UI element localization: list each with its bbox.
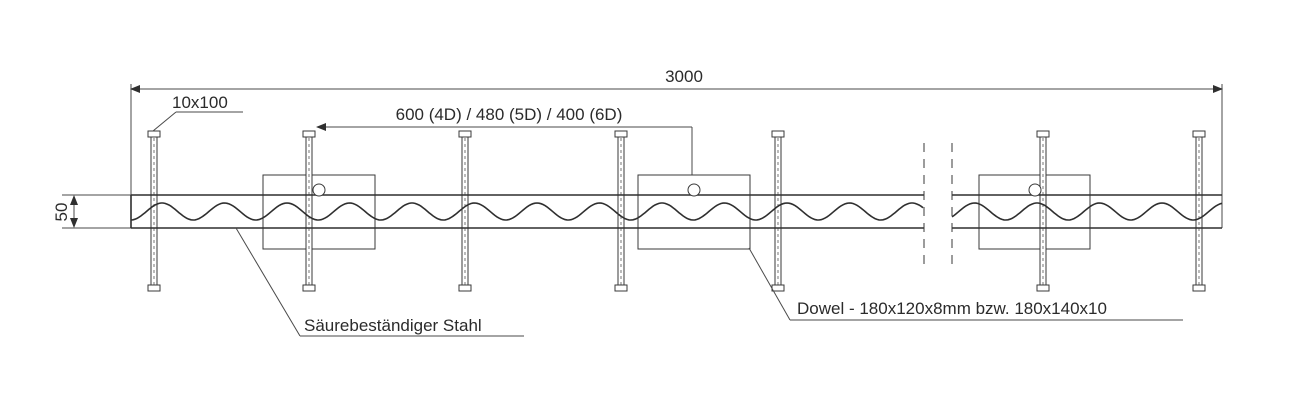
anchor-bolt xyxy=(147,130,161,292)
wave-profile-left xyxy=(130,202,924,221)
dowel-hole xyxy=(687,183,701,197)
overall-length-label: 3000 xyxy=(665,67,703,86)
anchors xyxy=(147,130,1206,292)
anchor-label: 10x100 xyxy=(172,93,228,112)
spacing-label: 600 (4D) / 480 (5D) / 400 (6D) xyxy=(396,105,623,124)
anchor-bolt xyxy=(302,130,316,292)
anchor-callout: 10x100 xyxy=(152,93,243,132)
height-dimension: 50 xyxy=(52,194,131,229)
dowel-plate xyxy=(262,174,376,250)
dowel-holes xyxy=(312,183,1042,197)
dowel-callout: Dowel - 180x120x8mm bzw. 180x140x10 xyxy=(748,247,1183,321)
wave-profile-right xyxy=(951,202,1223,221)
height-label: 50 xyxy=(52,203,71,222)
anchor-bolt xyxy=(1036,130,1050,292)
dowel-hole xyxy=(1028,183,1042,197)
dowel-label: Dowel - 180x120x8mm bzw. 180x140x10 xyxy=(797,299,1107,318)
material-callout: Säurebeständiger Stahl xyxy=(235,227,524,337)
anchor-bolt xyxy=(614,130,628,292)
dowel-hole xyxy=(312,183,326,197)
profile-body xyxy=(130,194,1223,229)
material-label: Säurebeständiger Stahl xyxy=(304,316,482,335)
dowel-plates xyxy=(262,174,1091,250)
anchor-bolt xyxy=(771,130,785,292)
spacing-dimension: 600 (4D) / 480 (5D) / 400 (6D) xyxy=(316,105,693,186)
break-lines xyxy=(923,143,953,268)
overall-length-dimension: 3000 xyxy=(130,67,1223,228)
anchor-bolt xyxy=(1192,130,1206,292)
anchor-bolt xyxy=(458,130,472,292)
